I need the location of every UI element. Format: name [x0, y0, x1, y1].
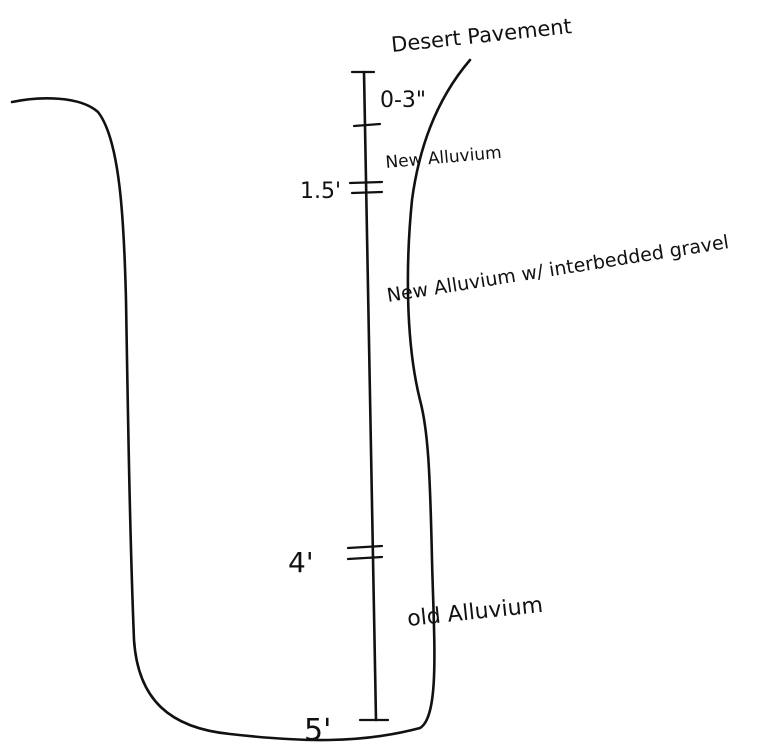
tick-1-5ft-a — [348, 180, 384, 185]
label-new-alluvium: New Alluvium — [385, 143, 503, 173]
depth-scale-line — [362, 70, 378, 722]
label-depth-1-5ft: 1.5' — [300, 179, 341, 204]
label-depth-4ft: 4' — [288, 546, 314, 579]
tick-4ft-a — [346, 544, 384, 550]
tick-pavement-base — [352, 122, 382, 128]
label-depth-5ft: 5' — [304, 713, 331, 748]
tick-1-5ft-b — [350, 190, 384, 195]
label-new-alluvium-gravel: New Alluvium w/ interbedded gravel — [385, 231, 730, 307]
pit-outline — [10, 58, 472, 742]
label-desert-pavement: Desert Pavement — [390, 14, 573, 57]
label-old-alluvium: old Alluvium — [406, 593, 544, 632]
label-depth-0-3in: 0-3" — [380, 88, 426, 113]
tick-4ft-b — [346, 555, 384, 561]
